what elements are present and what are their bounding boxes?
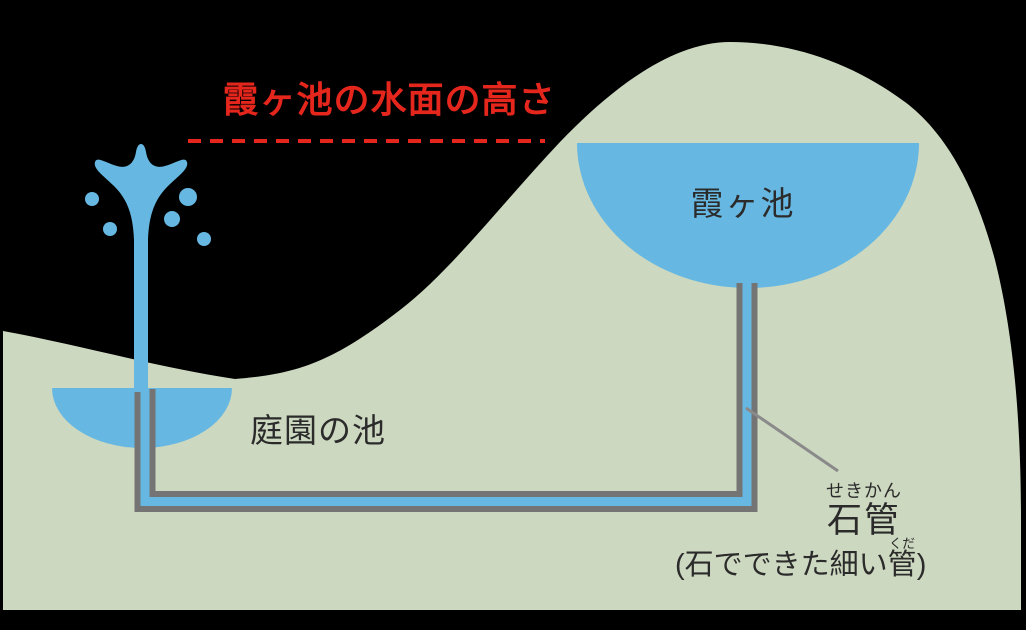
kasumigaike-pond-water — [577, 143, 919, 288]
water-droplet — [197, 232, 211, 246]
pipe-water-bore — [140, 283, 752, 506]
stone-pipe-note: (石でできた細い くだ 管 ) — [675, 530, 1026, 580]
water-droplet — [164, 211, 180, 227]
stone-pipe-note-kanji: 管 — [887, 549, 917, 581]
kasumigaike-pond-label: 霞ヶ池 — [690, 185, 796, 222]
stone-pipe-furigana: せきかん — [826, 481, 902, 501]
stone-pipe-label: 石管 — [826, 501, 901, 540]
water-droplet — [179, 188, 197, 206]
stone-pipe-leader-line — [745, 406, 839, 473]
water-droplet — [85, 192, 99, 206]
stone-pipe-note-kanji-group: くだ 管 — [888, 537, 917, 580]
stone-pipe-note-kanji-furigana: くだ — [889, 536, 916, 551]
water-droplet — [103, 222, 117, 236]
fountain-spray — [94, 144, 188, 392]
water-level-title: 霞ヶ池の水面の高さ — [222, 79, 556, 120]
garden-pond-label: 庭園の池 — [250, 412, 386, 449]
stone-pipe-note-suffix: ) — [916, 549, 927, 581]
stone-pipe-note-prefix: (石でできた細い — [675, 549, 888, 581]
